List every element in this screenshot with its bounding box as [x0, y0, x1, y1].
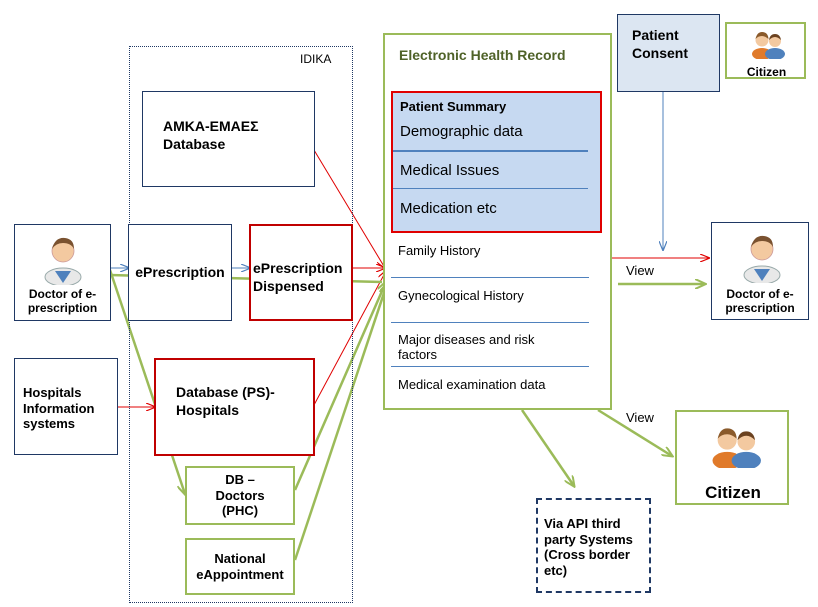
citizen-small-label: Citizen	[746, 65, 787, 79]
view-label-doctor: View	[626, 263, 654, 278]
ehr-item: Major diseases and risk factors	[398, 332, 535, 362]
idika-container	[129, 46, 353, 603]
summary-item: Demographic data	[400, 123, 523, 140]
database-ps-label: Database (PS)-Hospitals	[176, 384, 275, 418]
eprescription-dispensed-label: ePrescription Dispensed	[253, 260, 343, 294]
citizen-icon	[712, 428, 761, 468]
citizen-large-label: Citizen	[705, 483, 761, 502]
db-doctors-box: DB – Doctors (PHC)	[185, 466, 295, 525]
summary-item: Medication etc	[400, 200, 497, 217]
patient-summary-title: Patient Summary	[400, 99, 507, 114]
citizen-icon	[752, 32, 785, 59]
view-label-citizen: View	[626, 410, 654, 425]
ehr-divider	[391, 366, 589, 367]
ehr-title: Electronic Health Record	[399, 47, 566, 63]
edge-eappointment-ehr	[293, 284, 387, 561]
national-eappointment-box: National eAppointment	[185, 538, 295, 595]
summary-divider	[393, 188, 588, 189]
doctor-icon	[743, 235, 781, 283]
ehr-item: Gynecological History	[398, 288, 524, 303]
ehr-item: Family History	[398, 243, 481, 258]
doctor-icon	[44, 237, 82, 285]
via-api-label: Via API third party Systems (Cross borde…	[544, 516, 633, 578]
db-doctors-label: DB – Doctors (PHC)	[215, 472, 265, 519]
doctor-left-box: Doctor of e-prescription	[14, 224, 111, 321]
doctor-right-box: Doctor of e-prescription	[711, 222, 809, 320]
edge-amka-ehr	[313, 149, 385, 268]
ehr-item: Medical examination data	[398, 377, 546, 392]
via-api-box: Via API third party Systems (Cross borde…	[536, 498, 651, 593]
eprescription-label: ePrescription	[135, 263, 225, 280]
edge-ehr-citizen-view	[597, 408, 672, 456]
patient-consent-box: Patient Consent	[617, 14, 720, 92]
doctor-right-label: Doctor of e-prescription	[725, 287, 795, 316]
patient-consent-label: Patient Consent	[632, 27, 688, 61]
eprescription-dispensed-box: ePrescription Dispensed	[249, 224, 353, 321]
hospitals-is-box: Hospitals Information systems	[14, 358, 118, 455]
edge-ps-ehr	[313, 271, 386, 406]
ehr-divider	[391, 277, 589, 278]
amka-database-label: ΑΜΚΑ-ΕΜΑΕΣ Database	[163, 118, 259, 152]
hospitals-is-label: Hospitals Information systems	[23, 385, 95, 432]
citizen-small-box: Citizen	[725, 22, 806, 79]
patient-summary-box: Patient Summary Demographic data Medical…	[391, 91, 602, 233]
idika-label: IDIKA	[300, 52, 332, 66]
database-ps-box: Database (PS)-Hospitals	[154, 358, 315, 456]
summary-item: Medical Issues	[400, 162, 500, 179]
national-eappointment-label: National eAppointment	[196, 550, 284, 582]
edge-doctor-dbdoctors	[108, 269, 185, 494]
doctor-left-label: Doctor of e-prescription	[27, 287, 98, 316]
summary-divider	[393, 150, 588, 152]
eprescription-box: ePrescription	[128, 224, 232, 321]
ehr-divider	[391, 322, 589, 323]
amka-database-box: ΑΜΚΑ-ΕΜΑΕΣ Database	[142, 91, 315, 187]
citizen-large-box: Citizen	[675, 410, 789, 505]
edge-ehr-api	[520, 409, 574, 486]
ehr-box: Electronic Health Record Patient Summary…	[383, 33, 612, 410]
